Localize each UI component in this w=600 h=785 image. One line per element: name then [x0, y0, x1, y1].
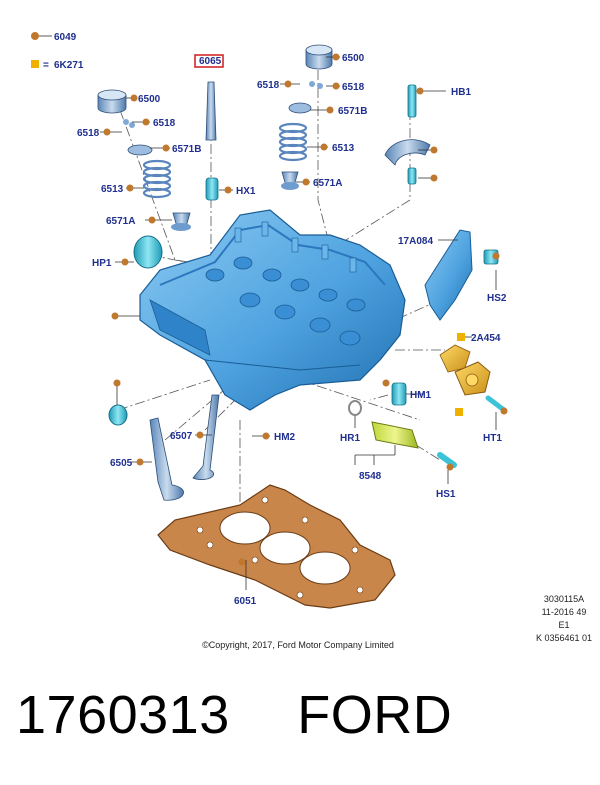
reference-date: 11-2016 49 — [542, 607, 587, 617]
label-6513-center: 6513 — [332, 143, 355, 154]
legend-square-icon — [31, 60, 39, 68]
part-number: 1760313 — [16, 685, 230, 745]
label-6513-left: 6513 — [101, 184, 124, 195]
label-6571A-center: 6571A — [313, 178, 342, 189]
label-6571B-left: 6571B — [172, 144, 201, 155]
label-6518-left-b: 6518 — [77, 128, 100, 139]
head-gasket — [157, 484, 396, 609]
center-valve-train — [194, 44, 333, 201]
cylinder-head — [139, 209, 406, 411]
legend-equals: = — [43, 60, 49, 71]
label-6571B-center: 6571B — [338, 106, 367, 117]
label-6051: 6051 — [234, 596, 257, 607]
label-6518-center-right: 6518 — [342, 82, 365, 93]
label-HR1: HR1 — [340, 433, 360, 444]
label-HB1: HB1 — [451, 87, 471, 98]
label-HM1: HM1 — [410, 390, 432, 401]
exploded-parts-diagram: 6049 = 6K271 — [31, 32, 592, 650]
label-6505: 6505 — [110, 458, 133, 469]
diagram-metadata: 3030115A 11-2016 49 E1 K 0356461 01 ©Cop… — [202, 594, 592, 650]
label-2A454: 2A454 — [471, 333, 501, 344]
left-valve-train — [97, 89, 220, 501]
label-17A084: 17A084 — [398, 236, 433, 247]
label-HS2: HS2 — [487, 293, 507, 304]
brand-name: FORD — [297, 685, 453, 745]
reference-number: 3030115A — [544, 594, 584, 604]
part-labels: 6065 6500 6518 6518 6571B 6513 6571A HX1… — [77, 53, 507, 607]
label-8548: 8548 — [359, 471, 382, 482]
label-6500-center: 6500 — [342, 53, 365, 64]
label-6518-center-left: 6518 — [257, 80, 280, 91]
legend: 6049 = 6K271 — [31, 32, 84, 71]
label-HT1: HT1 — [483, 433, 502, 444]
label-6507: 6507 — [170, 431, 193, 442]
label-6065: 6065 — [199, 56, 222, 67]
label-HX1: HX1 — [236, 186, 256, 197]
reference-code: K 0356461 01 — [536, 633, 592, 643]
legend-square-code: 6K271 — [54, 60, 84, 71]
copyright-notice: ©Copyright, 2017, Ford Motor Company Lim… — [202, 640, 394, 650]
label-6518-left-a: 6518 — [153, 118, 176, 129]
label-HS1: HS1 — [436, 489, 456, 500]
reference-edition: E1 — [558, 620, 569, 630]
label-6500-left: 6500 — [138, 94, 161, 105]
right-side-parts — [348, 84, 507, 468]
label-HM2: HM2 — [274, 432, 296, 443]
leader-lines — [100, 53, 508, 590]
part-caption: 1760313 FORD — [16, 684, 586, 754]
legend-dot-icon — [31, 32, 39, 40]
legend-dot-code: 6049 — [54, 32, 77, 43]
label-6571A-left: 6571A — [106, 216, 135, 227]
label-HP1: HP1 — [92, 258, 112, 269]
